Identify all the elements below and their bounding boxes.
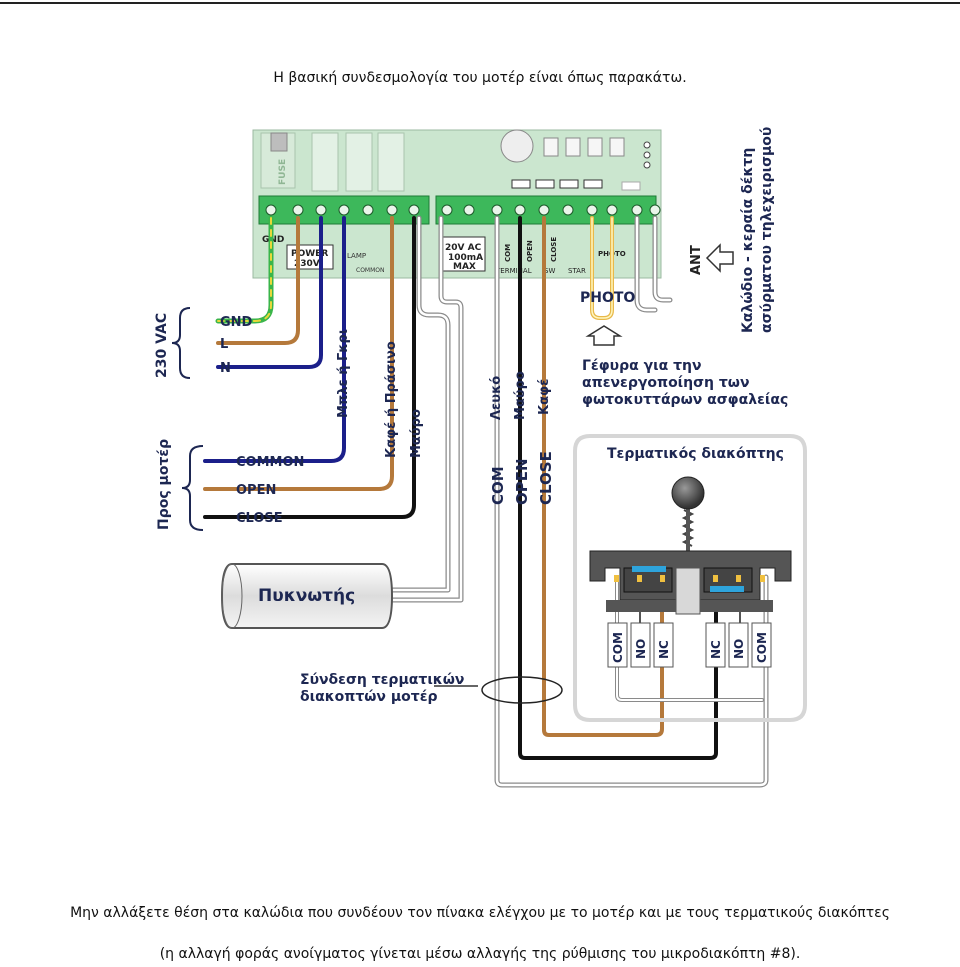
capacitor: Πυκνωτής: [220, 563, 394, 629]
terminal-screw: [441, 204, 453, 216]
close-vertical-label: CLOSE: [537, 451, 555, 505]
board-lamp-label: LAMP: [347, 252, 366, 260]
top-border: [0, 2, 960, 4]
terminal-screw: [408, 204, 420, 216]
terminal-screw: [362, 204, 374, 216]
terminal-screw: [649, 204, 661, 216]
terminal-screw: [491, 204, 503, 216]
board-open-label: OPEN: [526, 240, 534, 262]
board-star-label: STAR: [568, 267, 586, 275]
gnd-label: GND: [220, 315, 253, 330]
terminal-screw: [538, 204, 550, 216]
capacitor-label: Πυκνωτής: [258, 586, 355, 606]
terminal-screw: [514, 204, 526, 216]
antenna-label-2: ασύρματου τηλεχειρισμού: [759, 127, 775, 333]
motor-brace: [181, 445, 204, 531]
sw-nc-1: NC: [657, 640, 671, 659]
brown-green-label: Καφέ ή Πράσινο: [384, 341, 399, 458]
terminal-screws: [265, 204, 661, 216]
fuse-label: FUSE: [278, 159, 288, 185]
board-ac-label: 20V AC: [445, 243, 482, 253]
motor-label: Προς μοτέρ: [156, 439, 172, 530]
terminal-screw: [463, 204, 475, 216]
control-board: FUSE GND POWER 230V LAMP COMMON 20V AC: [252, 129, 662, 279]
motor-common-label: COMMON: [236, 455, 304, 470]
terminal-screw: [265, 204, 277, 216]
open-vertical-label: OPEN: [513, 458, 531, 505]
board-ac-current: 100mA: [448, 253, 483, 263]
n-label: N: [220, 361, 231, 376]
board-close-label: CLOSE: [550, 237, 558, 262]
motor-open-label: OPEN: [236, 483, 276, 498]
switch-terminals: COM NO NC NC NO COM: [607, 622, 772, 668]
antenna-label-1: Καλώδιο - κεραία δέκτη: [740, 148, 756, 333]
black-label-2: Μαύρο: [513, 371, 528, 420]
bridge-label-1: Γέφυρα για την: [582, 358, 702, 374]
relay-2: [345, 132, 373, 192]
terminal-screw: [386, 204, 398, 216]
sw-com-2: COM: [755, 632, 769, 663]
sw-no-1: NO: [634, 639, 648, 659]
switch-plunger: [675, 567, 701, 615]
switch-contact-left: [632, 566, 666, 572]
white-label: Λευκό: [489, 376, 504, 420]
blue-grey-label: Μπλε ή Γκρι: [336, 329, 351, 418]
board-power-volt: 230V: [294, 259, 320, 269]
relay-3: [377, 132, 405, 192]
board-power-label: POWER: [291, 249, 328, 259]
vac-brace: [171, 307, 191, 379]
limit-conn-label-2: διακοπτών μοτέρ: [300, 689, 438, 705]
l-label: L: [220, 337, 228, 352]
board-terminal-label: TERMINAL: [495, 267, 532, 275]
bridge-label-2: απενεργοποίηση των: [582, 375, 750, 391]
limit-switch-panel: Τερματικός διακόπτης COM NO NC NC: [573, 434, 807, 722]
sw-com-1: COM: [611, 632, 625, 663]
limit-switch-title: Τερματικός διακόπτης: [607, 446, 784, 462]
ant-label: ANT: [689, 245, 704, 275]
terminal-screw: [586, 204, 598, 216]
switch-contact-right: [710, 586, 744, 592]
com-vertical-label: COM: [489, 466, 507, 505]
brown-label: Καφέ: [537, 379, 552, 415]
motor-close-label: CLOSE: [236, 511, 283, 526]
black-label-1: Μαύρο: [409, 409, 424, 458]
terminal-screw: [292, 204, 304, 216]
photo-label: PHOTO: [580, 290, 635, 306]
sw-nc-2: NC: [709, 640, 723, 659]
terminal-screw: [606, 204, 618, 216]
antenna-arrow-icon: [705, 243, 734, 273]
terminal-screw: [631, 204, 643, 216]
terminal-screw: [315, 204, 327, 216]
bottom-caption-2: (η αλλαγή φοράς ανοίγματος γίνεται μέσω …: [159, 946, 801, 962]
board-sw-label: SW: [544, 267, 555, 275]
switch-knob: [671, 476, 705, 510]
terminal-screw: [338, 204, 350, 216]
sw-no-2: NO: [732, 639, 746, 659]
vac-label: 230 VAC: [154, 313, 170, 378]
top-caption: Η βασική συνδεσμολογία του μοτέρ είναι ό…: [273, 70, 687, 86]
board-com-label: COM: [504, 244, 512, 262]
dip-switches: [511, 179, 641, 191]
terminal-screw: [562, 204, 574, 216]
limit-conn-label-1: Σύνδεση τερματικών: [300, 672, 464, 688]
bridge-label-3: φωτοκυττάρων ασφαλείας: [582, 392, 788, 408]
bottom-caption-1: Μην αλλάξετε θέση στα καλώδια που συνδέο…: [70, 905, 890, 921]
wires: [203, 215, 769, 788]
relay-1: [311, 132, 339, 192]
connection-ellipse: [481, 676, 563, 704]
receiver-module: [500, 129, 534, 163]
board-common-label: COMMON: [356, 267, 384, 274]
board-ac-max: MAX: [453, 262, 476, 272]
photo-arrow-icon: [585, 325, 623, 346]
